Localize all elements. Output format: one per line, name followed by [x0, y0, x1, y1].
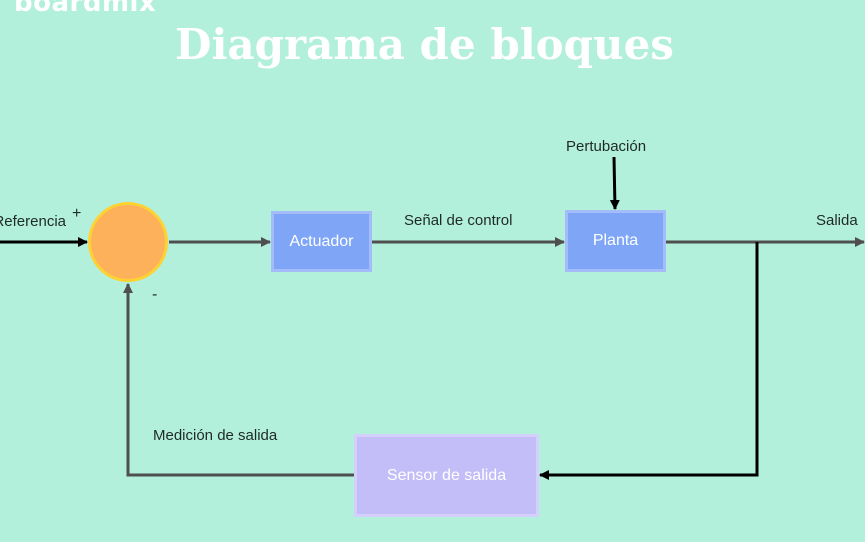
feedback-branch-arrow	[539, 242, 759, 480]
plant-label: Planta	[592, 232, 639, 249]
sensor-label: Sensor de salida	[386, 466, 507, 484]
disturbance-arrow	[609, 156, 620, 210]
boardmix-logo: boardmix	[14, 0, 157, 18]
measurement-label: Medición de salida	[153, 427, 278, 444]
measurement-arrow	[123, 283, 355, 477]
page-title: Diagrama de bloques	[0, 20, 865, 69]
page-title-text: Diagrama de bloques	[175, 20, 674, 69]
output-label: Salida	[816, 212, 858, 229]
sensor-block[interactable]: Sensor de salida	[354, 434, 539, 517]
actuator-label: Actuador	[289, 232, 354, 250]
minus-sign: -	[152, 286, 158, 303]
control-signal-label: Señal de control	[404, 212, 513, 229]
plant-block[interactable]: Planta	[565, 210, 666, 272]
disturbance-label: Pertubación	[566, 138, 647, 155]
plus-sign: +	[72, 205, 82, 222]
summing-junction[interactable]	[88, 202, 168, 282]
reference-label: Referencia	[0, 213, 66, 230]
actuator-block[interactable]: Actuador	[271, 211, 372, 272]
